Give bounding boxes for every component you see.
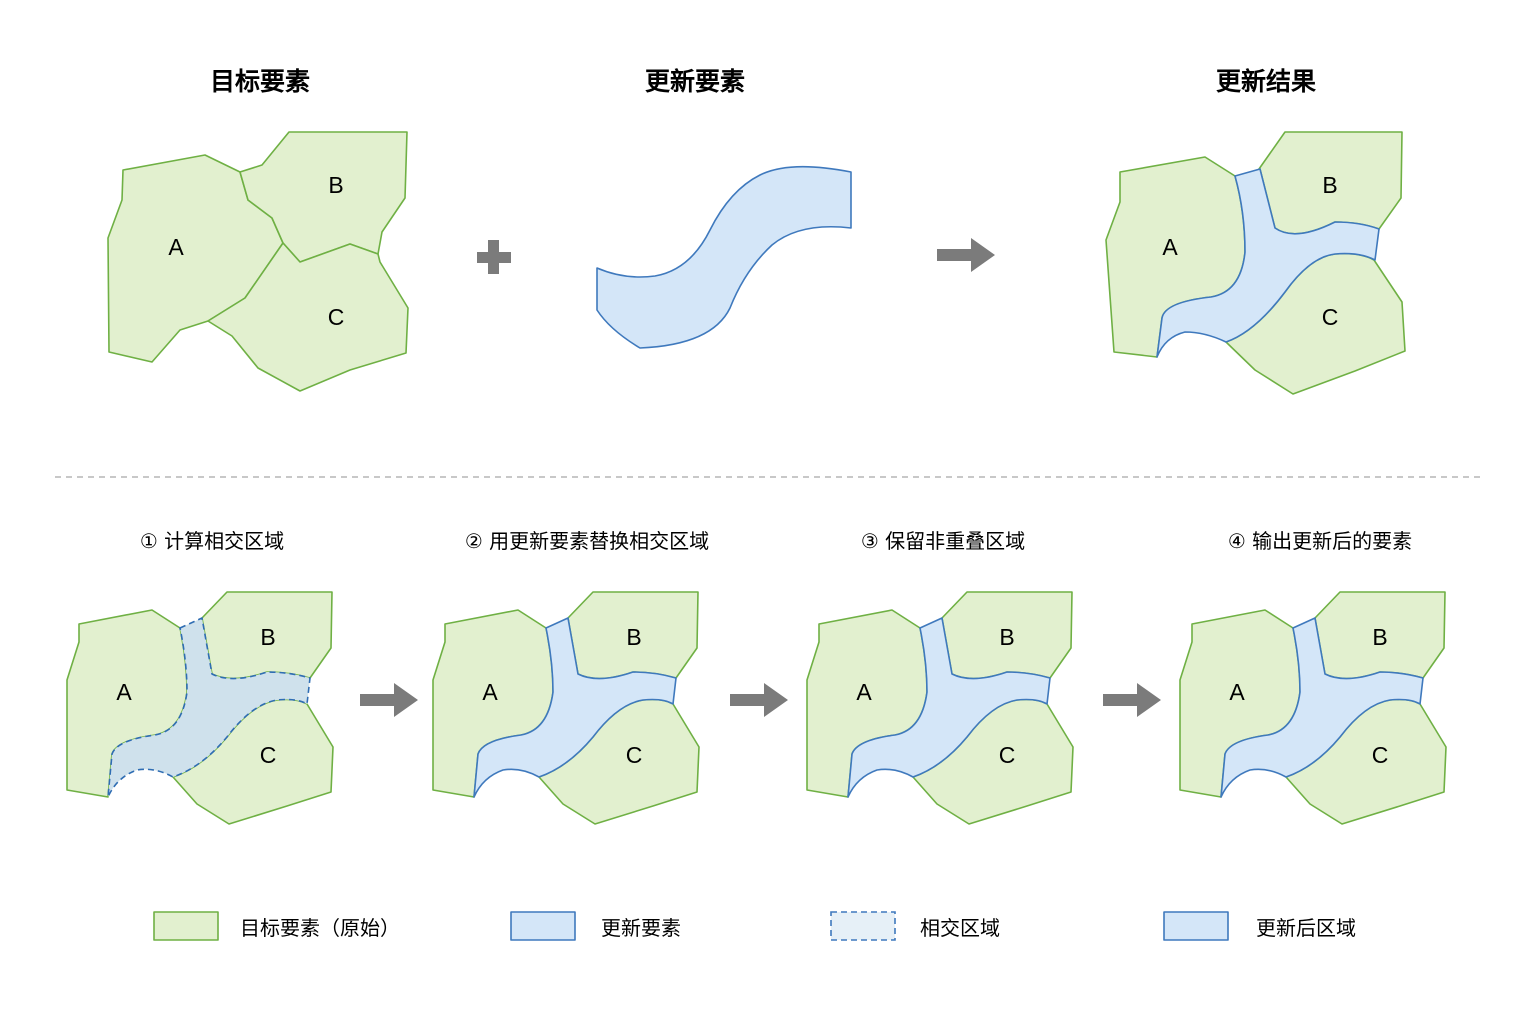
s3-label-b: B — [999, 624, 1014, 650]
result-label-c: C — [1322, 304, 1339, 330]
legend-swatch-target — [153, 911, 219, 941]
legend-update-text: 更新要素 — [601, 916, 681, 940]
arrow-icon — [360, 683, 418, 717]
title-target: 目标要素 — [210, 67, 310, 96]
s3-label-c: C — [999, 742, 1016, 768]
step-1-title: ① 计算相交区域 — [140, 529, 284, 553]
step-labels: A B C A B C A B C A B C — [116, 624, 1388, 768]
label-b: B — [328, 172, 343, 198]
s2-label-c: C — [626, 742, 643, 768]
step-4-title: ④ 输出更新后的要素 — [1228, 529, 1412, 553]
result-label-a: A — [1162, 234, 1178, 260]
legend-swatch-update — [510, 911, 576, 941]
arrow-icon — [937, 238, 995, 272]
s4-label-c: C — [1372, 742, 1389, 768]
result-map — [1105, 131, 1406, 395]
s4-label-b: B — [1372, 624, 1387, 650]
arrow-icon — [730, 683, 788, 717]
step-3-title: ③ 保留非重叠区域 — [861, 529, 1025, 553]
s1-label-c: C — [260, 742, 277, 768]
label-c: C — [328, 304, 345, 330]
step-1-map — [66, 591, 334, 825]
step-2-map — [432, 591, 700, 825]
legend-swatch-intersection — [830, 911, 896, 941]
target-map: A B C — [107, 131, 409, 392]
s2-label-a: A — [482, 679, 498, 705]
s4-label-a: A — [1229, 679, 1245, 705]
label-a: A — [168, 234, 184, 260]
s3-label-a: A — [856, 679, 872, 705]
s1-label-b: B — [260, 624, 275, 650]
result-label-b: B — [1322, 172, 1337, 198]
legend-swatch-updated — [1163, 911, 1229, 941]
title-update: 更新要素 — [645, 67, 745, 96]
s2-label-b: B — [626, 624, 641, 650]
s1-label-a: A — [116, 679, 132, 705]
legend-intersection-text: 相交区域 — [920, 916, 1000, 940]
legend-target-text: 目标要素（原始） — [240, 916, 400, 940]
arrow-icon — [1103, 683, 1161, 717]
step-4-map — [1179, 591, 1447, 825]
legend-updated-text: 更新后区域 — [1256, 916, 1356, 940]
step-3-map — [806, 591, 1074, 825]
step-2-title: ② 用更新要素替换相交区域 — [465, 529, 709, 553]
title-result: 更新结果 — [1216, 67, 1316, 96]
plus-icon — [477, 240, 511, 274]
update-feature — [596, 165, 852, 349]
